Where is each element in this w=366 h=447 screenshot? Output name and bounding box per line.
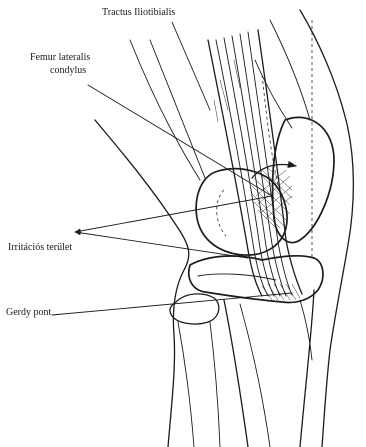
- anterior-skin-line: [270, 20, 310, 120]
- fibula-head: [170, 294, 219, 324]
- posterior-thigh-contour: [95, 120, 189, 447]
- meniscus-line: [198, 274, 276, 280]
- posterior-thigh-inner-contour: [130, 40, 200, 180]
- label-tractus: Tractus Iliotibialis: [102, 7, 175, 18]
- leader-tractus: [172, 22, 210, 110]
- fibula-shaft-front: [210, 322, 220, 447]
- leader-femur-condylus: [88, 85, 272, 196]
- label-femur-line2: condylus: [50, 65, 86, 76]
- tibia-shaft-front: [300, 290, 314, 447]
- tibial-tubercle: [300, 300, 312, 360]
- label-gerdy: Gerdy pont: [6, 307, 51, 318]
- condyle-dashed-inner: [217, 190, 226, 236]
- label-irritacios: Irritációs terület: [8, 242, 72, 253]
- anterior-thigh-contour: [300, 10, 353, 447]
- femur-shaft-posterior: [150, 40, 205, 178]
- leader-irritacio-2: [75, 232, 248, 258]
- leader-irritacio-1: [75, 196, 272, 232]
- gerdy-fibres: [262, 284, 300, 300]
- label-femur-line1: Femur lateralis: [30, 52, 90, 63]
- leader-gerdy: [52, 293, 292, 315]
- fibula-shaft-back: [178, 322, 194, 447]
